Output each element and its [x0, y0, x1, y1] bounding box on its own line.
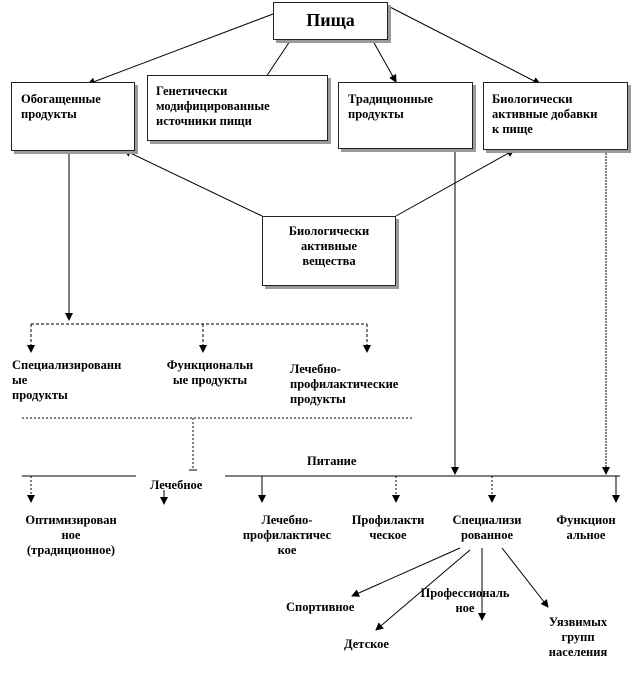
vulnerable-groups-label: Уязвимых групп населения [548, 615, 608, 659]
specialized-products-label: Специализированн ые продукты [12, 358, 122, 402]
bioactive-substances-box [262, 216, 396, 286]
functional-products-label: Функциональн ые продукты [166, 358, 254, 387]
sport-nutrition-label: Спортивное [286, 600, 355, 614]
fortified-products-box [11, 82, 135, 151]
arrow-title-traditional [372, 40, 397, 83]
prophylactic-nutrition-label: Профилакти ческое [351, 513, 425, 542]
title-box [273, 2, 388, 40]
optimized-nutrition-label: Оптимизирован ное (традиционное) [25, 513, 117, 557]
specialized-nutrition-label: Специализи рованное [452, 513, 522, 542]
child-nutrition-label: Детское [344, 637, 389, 651]
arrow-to-vulnerable [501, 547, 549, 608]
gmo-sources-box [147, 75, 328, 141]
bioactive-substances-label: Биологически активные вещества [288, 224, 370, 268]
medical-nutrition-label: Лечебное [150, 478, 203, 492]
arrow-title-supplements [387, 5, 541, 85]
traditional-products-box [338, 82, 473, 149]
traditional-products-label: Традиционные продукты [348, 92, 433, 121]
arrow-to-sport [351, 547, 461, 597]
therapeutic-prophylactic-label: Лечебно- профилактичес кое [242, 513, 332, 557]
dietary-supplements-label: Биологически активные добавки к пище [492, 92, 598, 136]
arrow-to-child [375, 549, 471, 631]
arrow-bioactive-fortified [123, 149, 263, 217]
page-title: Пища [306, 10, 355, 30]
professional-nutrition-label: Профессиональ ное [420, 586, 510, 615]
nutrition-label: Питание [307, 454, 357, 468]
arrow-title-fortified [87, 13, 274, 86]
functional-nutrition-label: Функцион альное [556, 513, 616, 542]
fortified-products-label: Обогащенные продукты [21, 92, 101, 121]
therapeutic-products-label: Лечебно- профилактические продукты [290, 362, 399, 406]
gmo-sources-label: Генетически модифицированные источники п… [156, 84, 270, 128]
dietary-supplements-box [483, 82, 628, 150]
